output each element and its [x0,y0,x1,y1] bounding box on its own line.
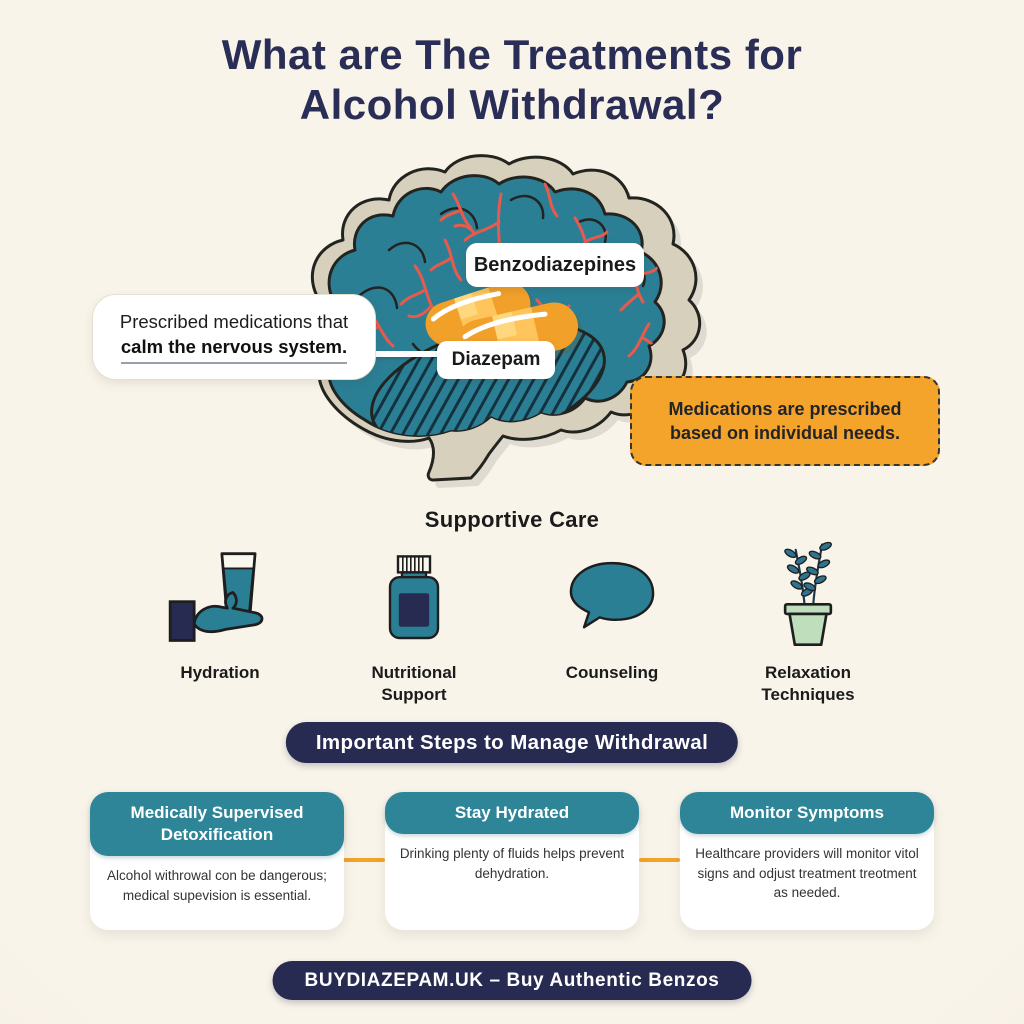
care-label-relaxation: Relaxation Techniques [761,663,855,705]
footer-banner: BUYDIAZEPAM.UK – Buy Authentic Benzos [272,961,752,1000]
callout-line2: calm the nervous system. [120,335,348,364]
care-item-relaxation: Relaxation Techniques [712,538,904,706]
step-card-hydrated: Stay Hydrated Drinking plenty of fluids … [385,792,639,930]
care-label-nutritional-support: Nutritional Support [371,663,457,705]
step-card-monitor: Monitor Symptoms Healthcare providers wi… [680,792,934,930]
page-title: What are The Treatments for Alcohol With… [221,31,803,129]
step-card-title: Monitor Symptoms [680,792,934,835]
benzodiazepines-label: Benzodiazepines [466,243,644,287]
care-label-counseling: Counseling [565,663,659,682]
steps-banner: Important Steps to Manage Withdrawal [285,722,739,763]
step-card-detox: Medically Supervised Detoxification Alco… [90,792,344,930]
care-item-counseling: Counseling [516,538,708,684]
prescription-note: Medications are prescribed based on indi… [630,376,940,466]
card-connector-line [639,858,680,862]
care-item-hydration: Hydration [124,538,316,684]
supportive-care-heading: Supportive Care [424,507,600,532]
card-connector-line [343,858,385,862]
speech-bubble-icon [566,538,658,650]
diazepam-label: Diazepam [437,341,555,379]
care-item-nutritional-support: Nutritional Support [318,538,510,706]
callout-line1: Prescribed medications that [119,311,349,333]
pill-bottle-icon [382,538,446,650]
step-card-title: Medically Supervised Detoxification [90,792,344,857]
hand-holding-glass-icon [168,538,272,650]
step-card-title: Stay Hydrated [385,792,639,835]
step-card-body: Drinking plenty of fluids helps prevent … [399,846,625,881]
medication-callout: Prescribed medications that calm the ner… [92,294,376,380]
care-label-hydration: Hydration [180,663,260,682]
callout-connector-line [370,351,444,357]
step-card-body: Alcohol withrowal con be dangerous; medi… [107,868,327,903]
potted-plant-icon [764,538,852,650]
step-card-body: Healthcare providers will monitor vitol … [695,846,919,901]
